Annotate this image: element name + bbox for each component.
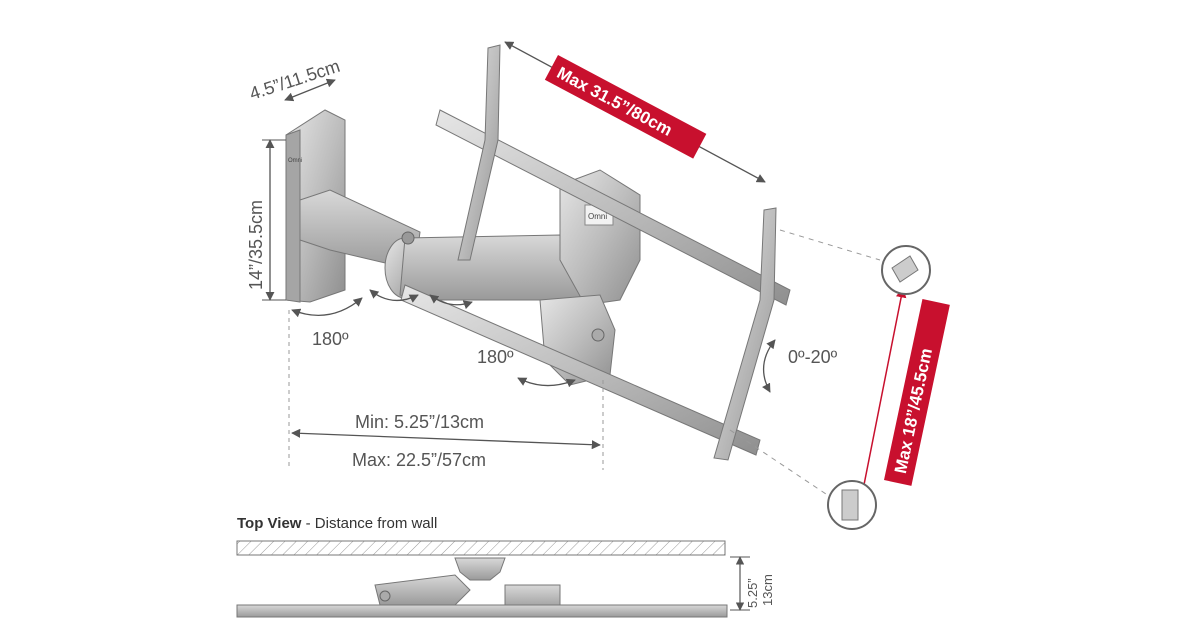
tv-panel-topview xyxy=(236,604,728,618)
top-view-cm: 13cm xyxy=(760,574,775,606)
top-view-inches: 5.25” xyxy=(745,578,760,608)
wall-plate-logo: Omni xyxy=(288,158,302,164)
depth-dimension: 4.5”/11.5cm xyxy=(247,56,342,104)
top-view-subtitle: - Distance from wall xyxy=(301,515,437,532)
max-width-dimension: Max 31.5”/80cm xyxy=(504,41,766,183)
top-view: Top View - Distance from wall 5.25” 13cm xyxy=(236,515,775,618)
extension-dimension: Min: 5.25”/13cm Max: 22.5”/57cm xyxy=(288,310,604,470)
vertical-brackets xyxy=(457,44,777,461)
top-view-heading: Top View - Distance from wall xyxy=(237,515,437,532)
head-swivel-label: 180º xyxy=(477,347,514,367)
detail-circle-bottom xyxy=(827,480,877,530)
top-view-title: Top View xyxy=(237,515,302,532)
tilt-label: 0º-20º xyxy=(788,347,838,367)
min-extension-label: Min: 5.25”/13cm xyxy=(355,412,484,432)
wall-section xyxy=(236,540,726,556)
wall-swivel-label: 180º xyxy=(312,329,349,349)
detail-circle-top xyxy=(881,245,931,295)
max-height-label: Max 18”/45.5cm xyxy=(891,346,936,475)
max-extension-label: Max: 22.5”/57cm xyxy=(352,450,486,470)
max-width-label: Max 31.5”/80cm xyxy=(554,63,676,140)
head-logo: Omni xyxy=(588,212,607,221)
rotation-arrows xyxy=(291,289,776,393)
height-dimension: 14”/35.5cm xyxy=(246,139,286,301)
height-label: 14”/35.5cm xyxy=(246,200,266,290)
